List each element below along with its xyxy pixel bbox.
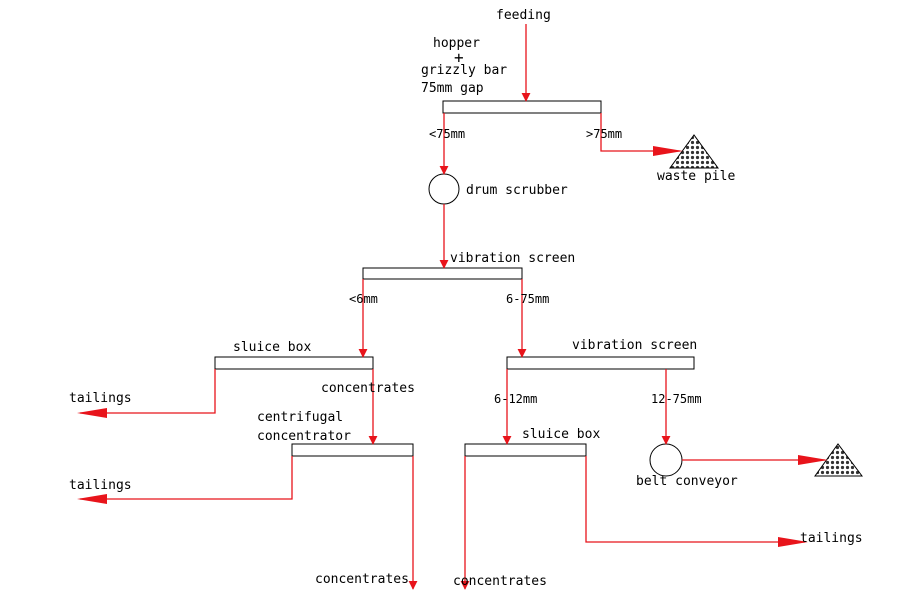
- label-12-75mm: 12-75mm: [651, 392, 702, 406]
- belt-conveyor-symbol: [649, 443, 683, 477]
- flow-centrifugal-tailings: [77, 456, 293, 504]
- label-belt-conveyor: belt conveyor: [636, 474, 738, 489]
- grizzly-bar-screen: [442, 100, 602, 114]
- label-concentrates-2: concentrates: [315, 572, 409, 587]
- label-6-75mm: 6-75mm: [506, 292, 549, 306]
- label-gap-75mm: 75mm gap: [421, 81, 484, 96]
- sluice-box-1: [214, 356, 374, 370]
- label-plus: +: [454, 48, 464, 67]
- vibration-screen-1: [362, 267, 523, 280]
- label-6-12mm: 6-12mm: [494, 392, 537, 406]
- flow-sluice1-tailings: [77, 369, 216, 418]
- label-drum-scrubber: drum scrubber: [466, 183, 568, 198]
- label-vibration-screen-2: vibration screen: [572, 338, 697, 353]
- flow-sluice2-tailings: [585, 456, 808, 547]
- label-tailings-3: tailings: [800, 531, 863, 546]
- flow-grizzly-oversize: [600, 113, 683, 156]
- vibration-screen-2: [506, 356, 695, 370]
- label-concentrator: concentrator: [257, 429, 351, 444]
- label-waste-pile: waste pile: [657, 169, 735, 184]
- label-hopper: hopper: [433, 36, 480, 51]
- label-sluice-box-2: sluice box: [522, 427, 600, 442]
- centrifugal-concentrator: [291, 443, 414, 457]
- drum-scrubber-symbol: [428, 173, 460, 205]
- label-concentrates-1: concentrates: [321, 381, 415, 396]
- label-lt-75mm: <75mm: [429, 127, 465, 141]
- label-sluice-box-1: sluice box: [233, 340, 311, 355]
- label-centrifugal: centrifugal: [257, 410, 343, 425]
- label-vibration-screen-1: vibration screen: [450, 251, 575, 266]
- sluice-box-2: [464, 443, 587, 457]
- label-tailings-1: tailings: [69, 391, 132, 406]
- label-lt-6mm: <6mm: [349, 292, 378, 306]
- label-gt-75mm: >75mm: [586, 127, 622, 141]
- label-grizzly-bar: grizzly bar: [421, 63, 507, 78]
- label-concentrates-3: concentrates: [453, 574, 547, 589]
- label-feeding: feeding: [496, 8, 551, 23]
- label-tailings-2: tailings: [69, 478, 132, 493]
